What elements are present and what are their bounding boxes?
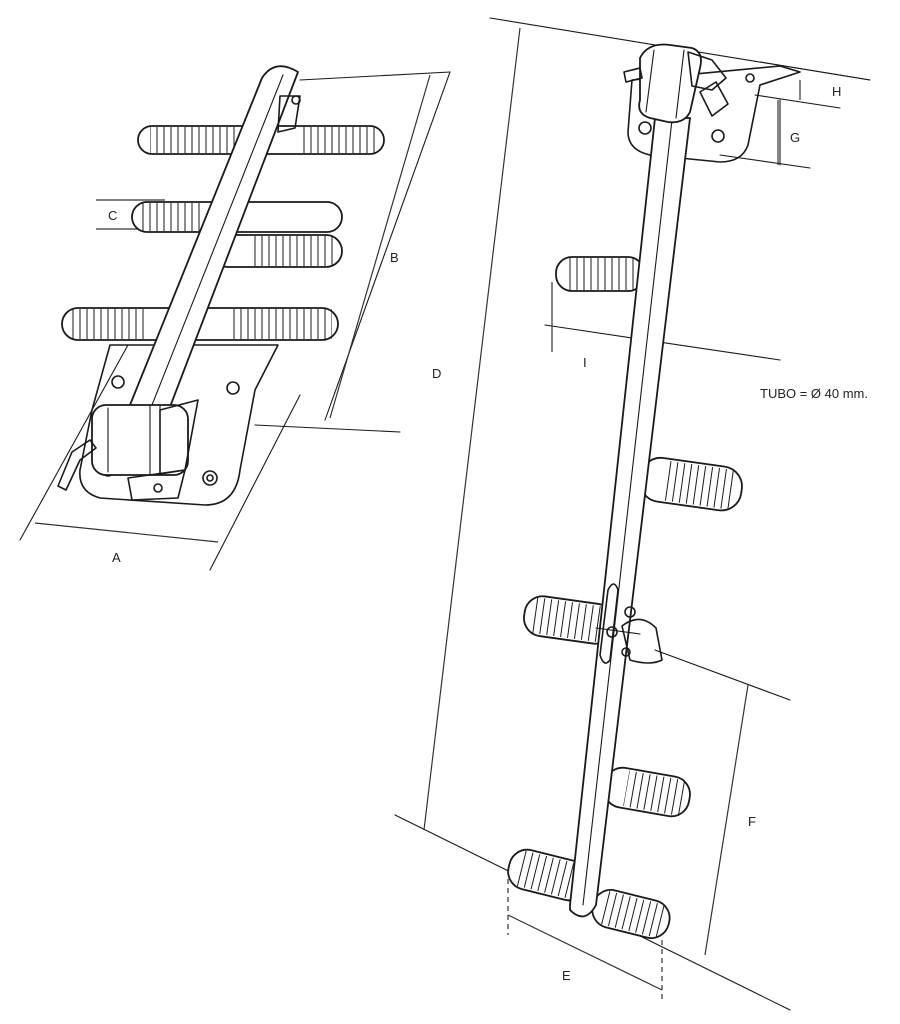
right-rung-5 [507, 848, 589, 902]
right-latch-clip [621, 618, 663, 664]
right-latch-plate [599, 583, 619, 664]
dimension-e-line [507, 914, 663, 991]
right-main-tube [569, 117, 691, 918]
label-d: D [432, 366, 441, 381]
label-a: A [112, 550, 121, 565]
dimension-d-line [423, 27, 521, 831]
label-e: E [562, 968, 571, 983]
right-rung-6 [591, 889, 671, 939]
dimension-b-line [329, 74, 431, 419]
label-tubo: TUBO = Ø 40 mm. [760, 386, 868, 401]
right-hinge-clamp [638, 43, 702, 124]
right-view: H G I TUBO = Ø 40 mm. F E [394, 17, 871, 1011]
right-rung-3 [523, 595, 615, 645]
left-mount-plate [79, 344, 279, 506]
label-h: H [832, 84, 841, 99]
right-rung-4 [603, 766, 691, 818]
label-i: I [583, 355, 587, 370]
right-rung-1 [555, 256, 645, 292]
right-wing-nut [699, 81, 729, 117]
left-main-tube [129, 65, 299, 421]
right-top-bracket [627, 65, 801, 163]
left-hinge-clamp [91, 404, 189, 476]
left-view: A B C D [19, 65, 451, 571]
label-c: C [108, 208, 117, 223]
dimension-a-line [34, 522, 219, 543]
dimension-f-line [704, 684, 749, 956]
label-g: G [790, 130, 800, 145]
label-f: F [748, 814, 756, 829]
label-b: B [390, 250, 399, 265]
right-rung-2 [639, 456, 743, 512]
left-wing-bolt [57, 439, 97, 491]
left-top-bracket [277, 95, 301, 133]
